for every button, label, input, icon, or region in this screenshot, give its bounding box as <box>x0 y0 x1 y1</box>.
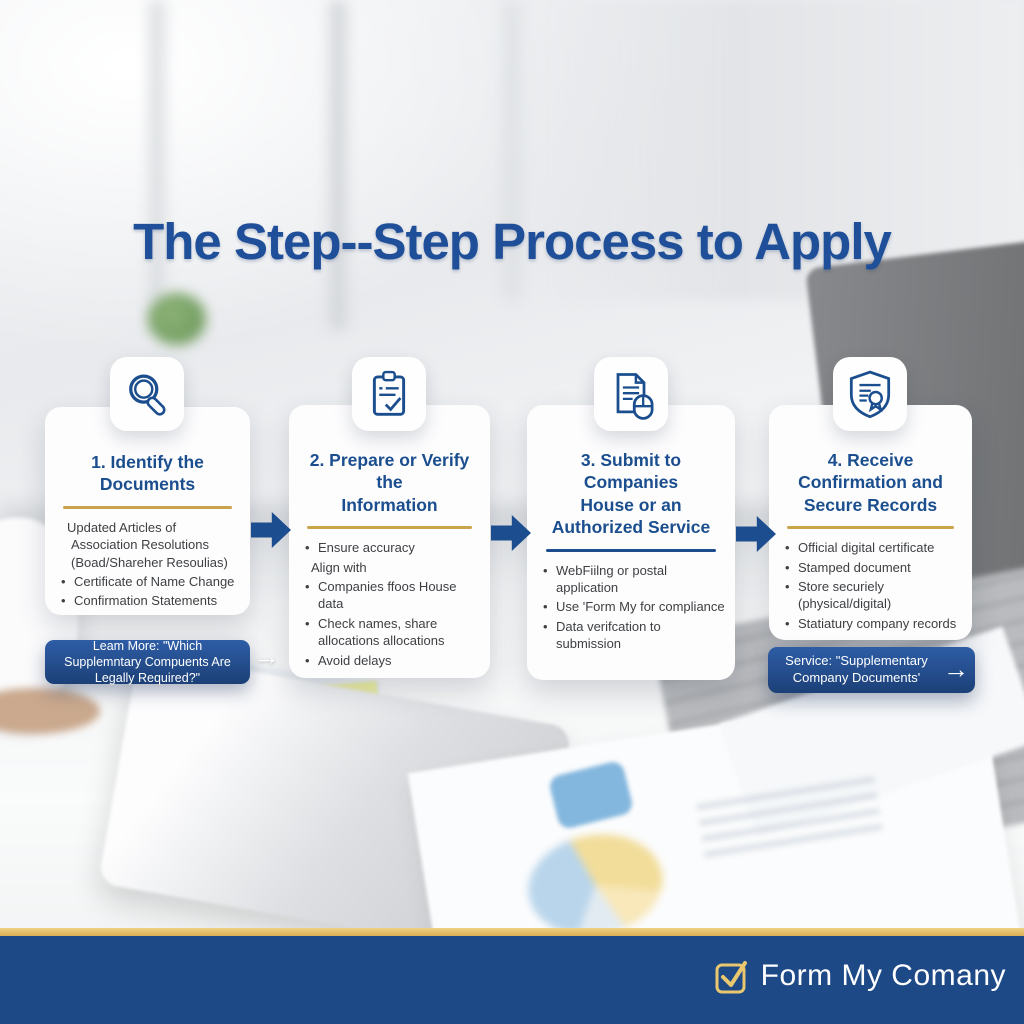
bullet-dot: • <box>785 559 790 575</box>
service-button[interactable]: Service: "Supplementary Company Document… <box>768 647 975 693</box>
list-item-text: Official digital certificate <box>798 540 935 556</box>
bullet-dot: • <box>305 540 310 556</box>
step4-bullet-list: • Official digital certificate • Stamped do… <box>769 539 972 644</box>
heading-line: Secure Records <box>803 494 938 515</box>
bullet-dot: • <box>305 578 310 594</box>
window-frame <box>330 0 346 330</box>
list-item: Align with <box>305 559 482 576</box>
list-item: • Check names, share allocations allocati… <box>305 615 482 650</box>
step2-icon-tile <box>352 357 426 431</box>
bullet-dot: • <box>305 652 310 668</box>
list-item-text: Companies ffoos House data <box>318 578 457 612</box>
bullet-dot: • <box>305 615 310 631</box>
bullet-dot: • <box>785 540 790 556</box>
list-item-text: Store securiely (physical/digital) <box>798 578 892 612</box>
bullet-dot: • <box>61 593 66 609</box>
service-label: Service: "Supplementary Company Document… <box>785 653 928 685</box>
learn-more-button[interactable]: Leam More: "Which Supplemntary Compuents… <box>45 638 250 686</box>
heading-line: the <box>376 472 403 493</box>
wall-shading <box>540 0 1024 300</box>
heading-line: Documents <box>99 474 196 495</box>
step4-icon-tile <box>833 357 907 431</box>
divider <box>63 505 232 509</box>
plant-blur <box>148 293 206 345</box>
divider <box>787 526 954 530</box>
heading-line: 3. Submit to Companies <box>580 450 682 493</box>
flow-arrow-2 <box>491 515 531 551</box>
list-item: • Stamped document <box>785 559 964 576</box>
list-item: • Ensure accuracy <box>305 539 482 556</box>
window-frame <box>505 0 519 300</box>
list-item: • Certificate of Name Change <box>61 573 242 590</box>
gold-checkbox-icon <box>715 961 747 994</box>
list-item-text: Data verifcation to submission <box>556 618 661 652</box>
list-item-text: Statiatury company records <box>798 615 957 631</box>
list-item: • Avoid delays <box>305 652 482 669</box>
list-item: • Use 'Form My for compliance <box>543 598 727 615</box>
step1-bullet-list: Updated Articles of Association Resoluti… <box>45 519 250 622</box>
step3-icon-tile <box>594 357 668 431</box>
list-item: • Companies ffoos House data <box>305 578 482 613</box>
bullet-dot: • <box>543 599 548 615</box>
list-item-text: Confirmation Statements <box>74 593 218 609</box>
step3-bullet-list: • WebFiilng or postal application • Use 'Fo… <box>527 562 735 665</box>
heading-line: 1. Identify the <box>91 452 204 472</box>
list-item-text: Stamped document <box>798 559 911 575</box>
list-item-text: Check names, share allocations allocatio… <box>318 615 445 649</box>
list-item: • Confirmation Statements <box>61 592 242 609</box>
list-item-text: Ensure accuracy <box>318 540 415 556</box>
list-item: • Store securiely (physical/digital) <box>785 578 964 613</box>
right-arrow-icon: → <box>943 654 969 685</box>
list-item-text: Align with <box>311 559 367 575</box>
divider <box>545 548 717 552</box>
list-item-text: Certificate of Name Change <box>74 574 235 589</box>
brand-name: Form My Comany <box>760 959 1006 992</box>
heading-line: 2. Prepare or Verify <box>309 450 470 470</box>
right-arrow-icon: → <box>253 641 280 671</box>
document-mouse-icon <box>616 373 654 420</box>
list-item-text: Use 'Form My for compliance <box>556 599 725 615</box>
list-item: • Data verifcation to submission <box>543 618 727 653</box>
bullet-dot: • <box>785 615 790 631</box>
bullet-dot: • <box>543 562 548 578</box>
list-item: • WebFiilng or postal application <box>543 562 727 597</box>
shield-certificate-icon <box>849 370 891 419</box>
heading-line: Authorized Service <box>551 517 711 538</box>
magnifier-icon <box>129 374 166 416</box>
bullet-dot: • <box>785 578 790 594</box>
list-item-text: Updated Articles of Association Resoluti… <box>67 519 228 570</box>
divider <box>307 526 472 530</box>
heading-line: 4. Receive <box>827 450 914 470</box>
flow-arrow-1 <box>251 512 291 548</box>
learn-more-label: Leam More: "Which Supplemntary Compuents… <box>64 638 231 686</box>
brand-logo: Form My Comany <box>711 956 1006 996</box>
footer-bar <box>0 936 1024 1024</box>
list-item-text: Avoid delays <box>318 652 392 668</box>
page-title: The Step--Step Process to Apply <box>133 213 892 271</box>
window-frame <box>150 0 164 330</box>
heading-line: Information <box>341 494 438 515</box>
footer-gold-stripe <box>0 928 1024 936</box>
list-item-text: WebFiilng or postal application <box>556 562 668 595</box>
list-item: • Official digital certificate <box>785 539 964 556</box>
bullet-dot: • <box>61 574 66 589</box>
step1-icon-tile <box>110 357 184 431</box>
window-light <box>0 0 560 360</box>
heading-line: Confirmation and <box>798 472 943 493</box>
list-item: • Statiatury company records <box>785 615 964 632</box>
clipboard-check-icon <box>372 370 406 416</box>
heading-line: House or an <box>580 494 682 515</box>
list-item: Updated Articles of Association Resoluti… <box>61 519 242 571</box>
bullet-dot: • <box>543 618 548 634</box>
